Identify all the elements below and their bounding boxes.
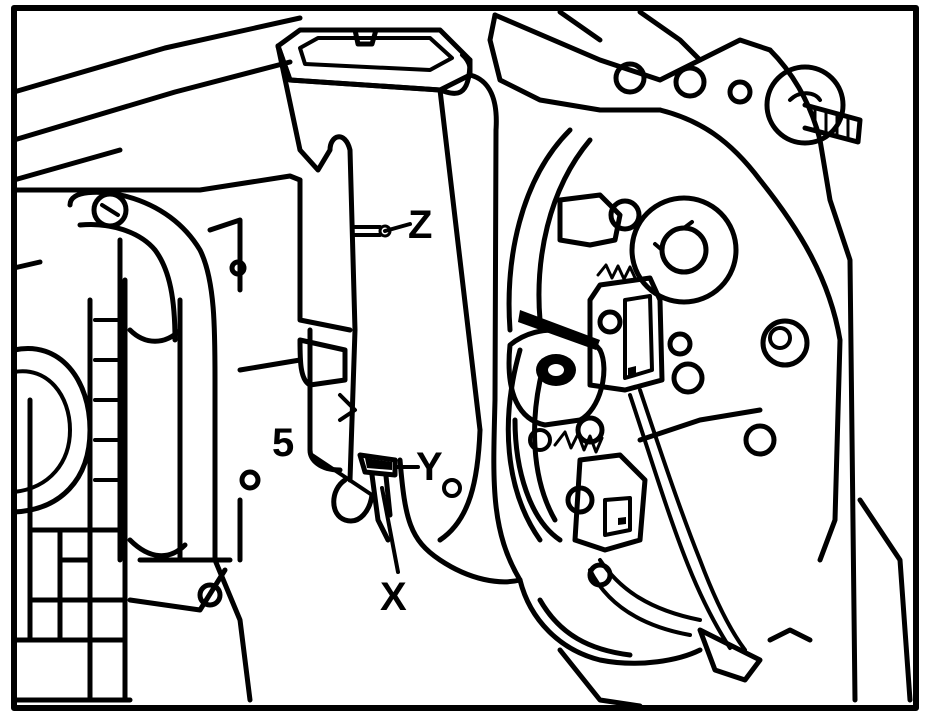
callout-y: Y xyxy=(393,445,443,489)
left-base-casting xyxy=(11,15,303,703)
figure-frame xyxy=(11,5,919,711)
right-mechanism-plate xyxy=(487,9,913,709)
upright-bracket xyxy=(275,27,523,585)
callout-y-label: Y xyxy=(416,445,443,489)
callout-z-label: Z xyxy=(408,203,432,247)
callout-x: X xyxy=(380,486,407,619)
callout-z: Z xyxy=(383,203,432,247)
callout-5-label: 5 xyxy=(272,421,294,465)
callout-x-label: X xyxy=(380,575,407,619)
callout-5: 5 xyxy=(272,421,374,497)
